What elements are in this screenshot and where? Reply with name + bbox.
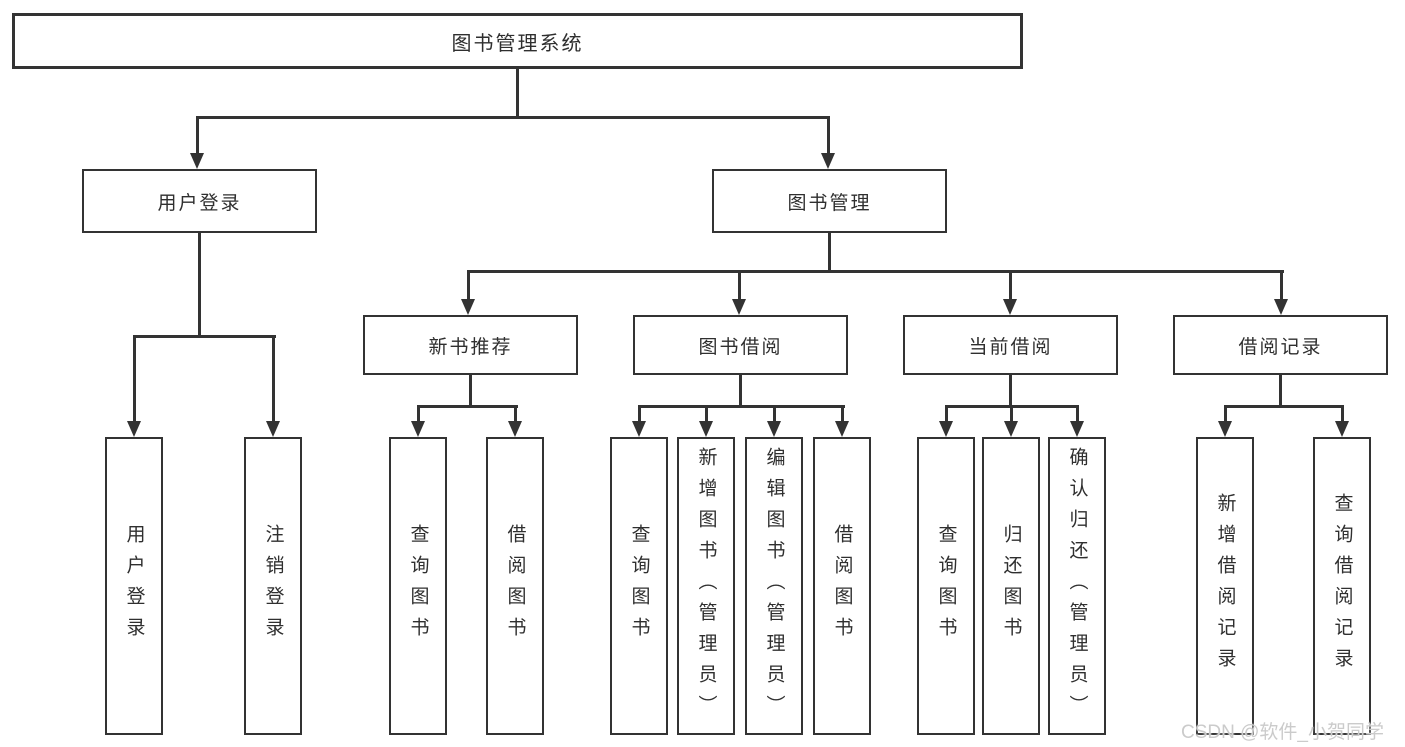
arrowhead-icon [508, 421, 522, 437]
leaf-query-books-borrowing: 查询图书 [610, 437, 668, 735]
connector-line [1075, 405, 1079, 423]
arrowhead-icon [835, 421, 849, 437]
connector-line [132, 335, 136, 423]
connector-line [1223, 405, 1227, 423]
leaf-return-books: 归还图书 [982, 437, 1040, 735]
arrowhead-icon [732, 299, 746, 315]
leaf-label: 新增借阅记录 [1214, 493, 1236, 679]
connector-line [466, 270, 470, 302]
connector-line [195, 116, 830, 119]
arrowhead-icon [699, 421, 713, 437]
arrowhead-icon [1218, 421, 1232, 437]
connector-line [197, 233, 201, 338]
arrowhead-icon [767, 421, 781, 437]
leaf-label: 用户登录 [123, 524, 145, 648]
leaf-label: 新增图书（管理员） [695, 446, 717, 726]
connector-line [466, 270, 1284, 273]
leaf-query-borrow-record: 查询借阅记录 [1313, 437, 1371, 735]
leaf-label: 查询图书 [628, 524, 650, 648]
connector-line [1009, 405, 1013, 423]
leaf-label: 确认归还（管理员） [1066, 446, 1088, 726]
node-library-system: 图书管理系统 [12, 13, 1023, 69]
leaf-label: 查询借阅记录 [1331, 493, 1353, 679]
connector-line [1009, 375, 1012, 408]
leaf-label: 注销登录 [262, 524, 284, 648]
arrowhead-icon [1335, 421, 1349, 437]
node-label: 用户登录 [157, 192, 242, 214]
leaf-borrow-books-recommend: 借阅图书 [486, 437, 544, 735]
node-book-management: 图书管理 [712, 169, 947, 233]
connector-line [739, 375, 742, 408]
connector-line [827, 233, 831, 273]
leaf-logout: 注销登录 [244, 437, 302, 735]
node-label: 新书推荐 [428, 336, 513, 358]
leaf-label: 借阅图书 [504, 524, 526, 648]
leaf-edit-books-admin: 编辑图书（管理员） [745, 437, 803, 735]
arrowhead-icon [461, 299, 475, 315]
connector-line [1340, 405, 1344, 423]
connector-line [513, 405, 517, 423]
arrowhead-icon [939, 421, 953, 437]
node-user-login: 用户登录 [82, 169, 317, 233]
connector-line [271, 335, 275, 423]
connector-line [469, 375, 472, 408]
connector-line [637, 405, 641, 423]
connector-line [515, 69, 519, 118]
arrowhead-icon [127, 421, 141, 437]
leaf-add-books-admin: 新增图书（管理员） [677, 437, 735, 735]
leaf-label: 借阅图书 [831, 524, 853, 648]
connector-line [772, 405, 776, 423]
leaf-query-books-recommend: 查询图书 [389, 437, 447, 735]
leaf-borrow-books: 借阅图书 [813, 437, 871, 735]
connector-line [132, 335, 276, 338]
connector-line [840, 405, 844, 423]
node-book-borrowing: 图书借阅 [633, 315, 848, 375]
leaf-add-borrow-record: 新增借阅记录 [1196, 437, 1254, 735]
connector-line [1279, 375, 1282, 408]
arrowhead-icon [1070, 421, 1084, 437]
connector-line [737, 270, 741, 302]
arrowhead-icon [1004, 421, 1018, 437]
arrowhead-icon [1003, 299, 1017, 315]
leaf-label: 归还图书 [1000, 524, 1022, 648]
arrowhead-icon [632, 421, 646, 437]
connector-line [1223, 405, 1344, 408]
arrowhead-icon [266, 421, 280, 437]
connector-line [826, 116, 830, 155]
connector-line [704, 405, 708, 423]
leaf-label: 查询图书 [935, 524, 957, 648]
node-label: 借阅记录 [1238, 336, 1323, 358]
connector-line [637, 405, 845, 408]
leaf-query-books-current: 查询图书 [917, 437, 975, 735]
arrowhead-icon [1274, 299, 1288, 315]
node-new-book-recommend: 新书推荐 [363, 315, 578, 375]
leaf-label: 编辑图书（管理员） [763, 446, 785, 726]
node-label: 图书借阅 [698, 336, 783, 358]
leaf-user-login: 用户登录 [105, 437, 163, 735]
connector-line [1279, 270, 1283, 302]
leaf-confirm-return-admin: 确认归还（管理员） [1048, 437, 1106, 735]
connector-line [195, 116, 199, 155]
node-label: 图书管理系统 [451, 32, 584, 55]
arrowhead-icon [411, 421, 425, 437]
connector-line [1008, 270, 1012, 302]
connector-line [944, 405, 948, 423]
leaf-label: 查询图书 [407, 524, 429, 648]
connector-line [416, 405, 518, 408]
arrowhead-icon [821, 153, 835, 169]
csdn-watermark: CSDN @软件_小贺同学 [1181, 722, 1384, 743]
node-label: 当前借阅 [968, 336, 1053, 358]
node-borrow-records: 借阅记录 [1173, 315, 1388, 375]
node-current-borrowing: 当前借阅 [903, 315, 1118, 375]
connector-line [416, 405, 420, 423]
node-label: 图书管理 [787, 192, 872, 214]
arrowhead-icon [190, 153, 204, 169]
